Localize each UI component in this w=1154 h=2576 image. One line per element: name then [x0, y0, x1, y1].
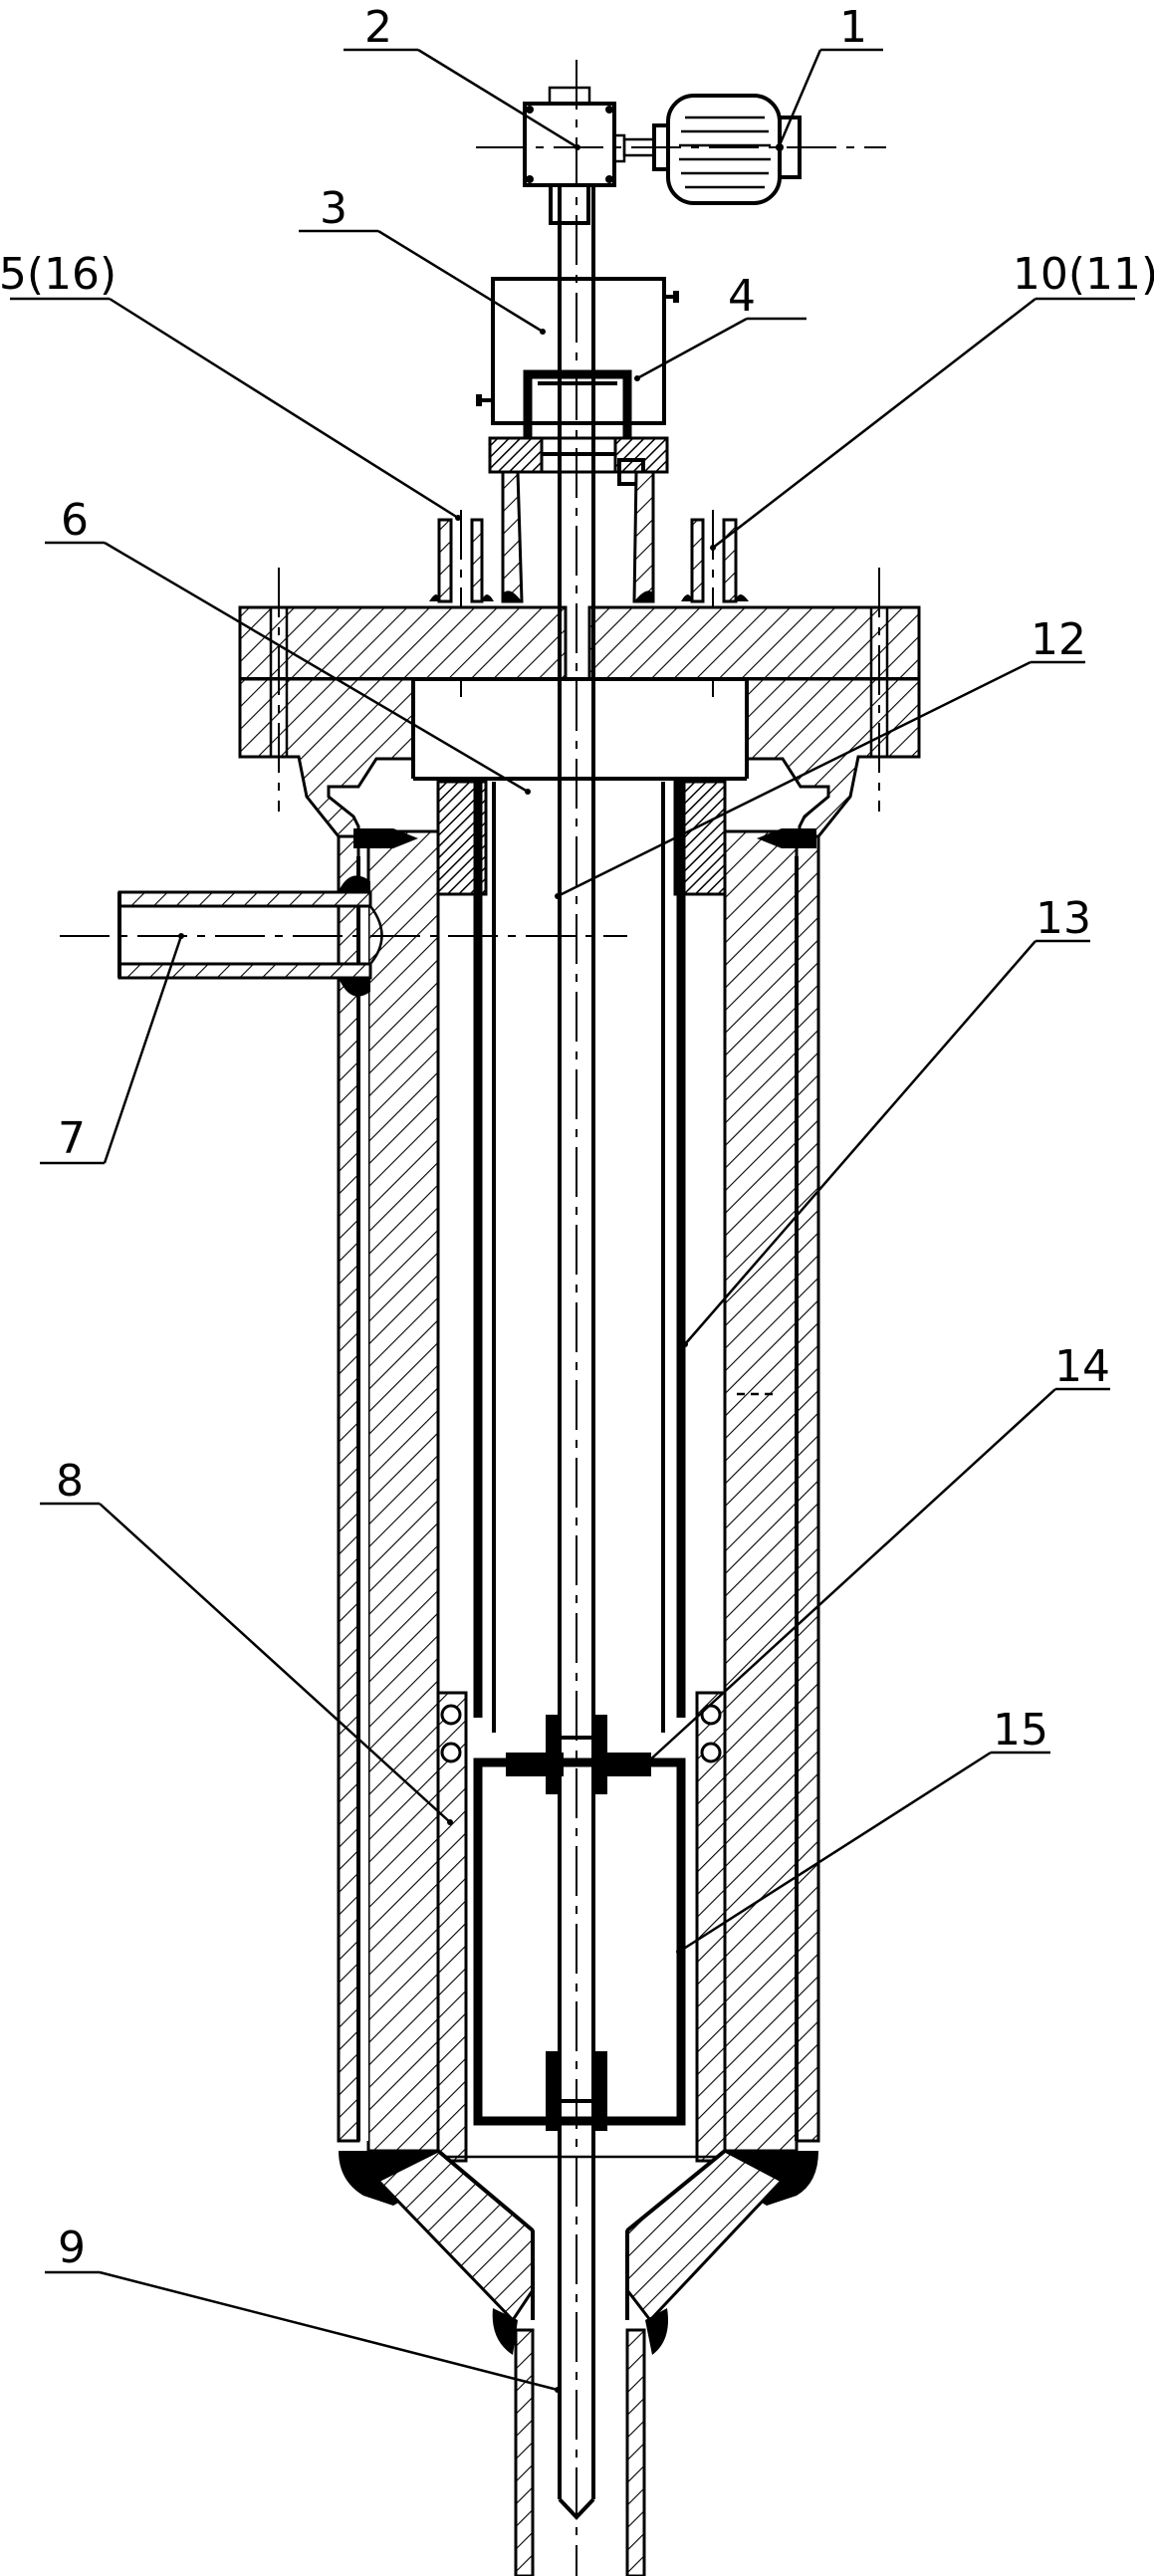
top-flange: [238, 568, 921, 838]
outer-shell: [337, 828, 820, 2153]
lower-liner-left: [436, 1691, 468, 2163]
outlet-pipe-wall-left: [514, 2328, 535, 2576]
gearbox-bolt: [526, 106, 534, 114]
callout-10-11: 10(11): [1013, 249, 1154, 300]
hub-collar-left: [546, 1715, 560, 1794]
cone-wall-right: [625, 2149, 785, 2323]
o-ring: [440, 1704, 462, 1726]
o-ring: [440, 1742, 462, 1763]
shell-wall-left-outer: [337, 834, 360, 2143]
callout-1: 1: [839, 2, 867, 53]
callout-13: 13: [1036, 893, 1091, 944]
inner-tube-13: [436, 780, 727, 1733]
callout-9: 9: [58, 2223, 86, 2273]
hub-collar-left-lower: [546, 2051, 560, 2131]
motor-cooling-fins: [679, 116, 771, 189]
gearbox-bolt: [605, 106, 613, 114]
o-ring: [700, 1742, 722, 1763]
weld-right-top: [757, 828, 816, 848]
callout-3: 3: [320, 183, 347, 234]
shell-wall-left: [366, 829, 440, 2153]
callout-7: 7: [58, 1113, 86, 1164]
seal-box: [491, 277, 666, 425]
callout-5-16: 5(16): [0, 249, 116, 300]
gearbox-bolt: [526, 175, 534, 183]
lower-assembly: [436, 1691, 727, 2163]
body-flange-left: [238, 677, 415, 838]
shell-wall-right: [723, 829, 799, 2153]
gearbox-top-cap: [548, 86, 591, 106]
side-inlet-pipe-7: [60, 875, 627, 997]
cone-wall-left: [375, 2149, 535, 2323]
callout-labels: 1 2 3 4 5(16) 6 7 8 9 10(11) 12 13 14 15: [0, 2, 1154, 2273]
callout-14: 14: [1054, 1341, 1110, 1392]
gearbox-output-neck: [549, 183, 590, 225]
top-cover-right: [587, 605, 921, 681]
top-cover-left: [238, 605, 568, 681]
center-nozzle-wall-right: [632, 470, 655, 603]
drive-assembly: [476, 86, 886, 225]
callout-12: 12: [1031, 614, 1086, 665]
callout-2: 2: [364, 2, 392, 53]
pipe-wall-top: [117, 890, 372, 908]
callout-15: 15: [993, 1705, 1048, 1756]
seal-port-top: [673, 291, 679, 303]
hub-collar-right: [593, 1715, 607, 1794]
hub-collar-right-lower: [593, 2051, 607, 2131]
nozzle-5: [437, 518, 453, 603]
leader-lines: [10, 48, 1135, 2393]
shell-wall-right-outer: [795, 834, 820, 2143]
outlet-pipe-wall-right: [625, 2328, 646, 2576]
top-nozzles: [429, 470, 749, 697]
callout-6: 6: [61, 495, 89, 546]
gearbox: [523, 102, 616, 187]
weld-left-top: [353, 828, 418, 848]
body-flange-right: [745, 677, 921, 838]
bottom-cone: [339, 2149, 818, 2576]
nozzle-10: [690, 518, 705, 603]
center-nozzle-wall-left: [501, 470, 524, 603]
callout-8: 8: [56, 1456, 84, 1507]
gearbox-bolt: [605, 175, 613, 183]
cage-15: [473, 1757, 686, 2126]
pipe-wall-bottom: [117, 962, 372, 980]
callout-4: 4: [728, 271, 756, 322]
seal-port-bottom: [476, 394, 482, 406]
